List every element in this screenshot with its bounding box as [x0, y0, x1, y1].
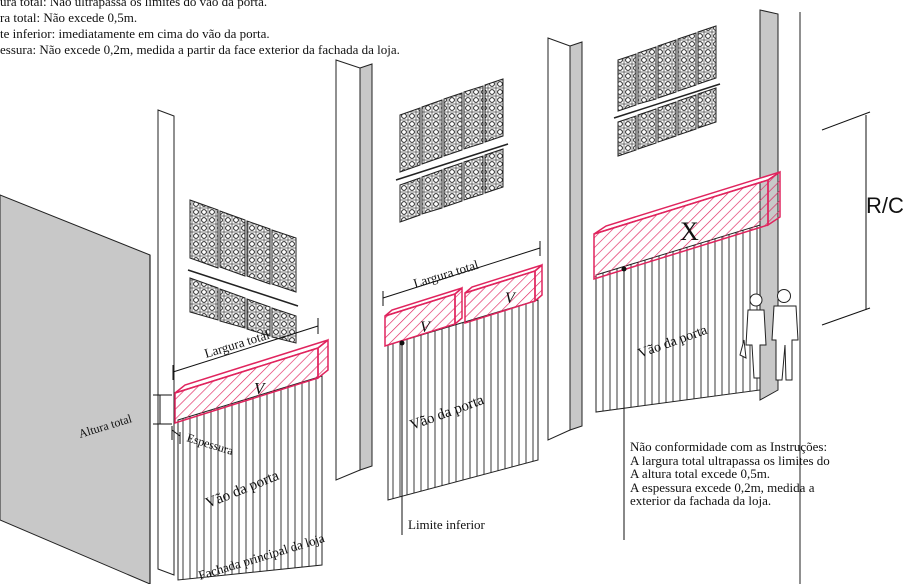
svg-text:V: V: [420, 319, 432, 336]
requirements-list: ura total: Não ultrapassa os limites do …: [0, 0, 400, 58]
requirement-line: te inferior: imediatamente em cima do vã…: [0, 26, 270, 41]
pilaster: [157, 109, 175, 576]
upper-window: [187, 199, 299, 344]
signboard-conforming: [174, 338, 329, 425]
largura-label: Largura total: [411, 257, 480, 291]
pilaster: [547, 37, 571, 441]
pilaster: [335, 59, 361, 481]
largura-label: Largura total: [202, 327, 271, 361]
non-conformity-notes: Não conformidade com as Instruções: A la…: [630, 440, 908, 508]
non-conformity-line: A espessura excede 0,2m, medida a: [630, 479, 815, 495]
non-conformity-line: A largura total ultrapassa os limites do: [630, 452, 830, 468]
non-conformity-heading: Não conformidade com as Instruções:: [630, 439, 828, 454]
side-wall: [0, 194, 151, 584]
requirement-line: essura: Não excede 0,2m, medida a partir…: [0, 42, 400, 57]
requirement-line: ra total: Não excede 0,5m.: [0, 10, 138, 25]
svg-text:V: V: [505, 290, 517, 307]
signboard-conforming: [464, 263, 543, 325]
mark-cross: X: [680, 217, 699, 246]
non-conformity-line: A altura total excede 0,5m.: [630, 466, 771, 481]
signboard-non-conforming: [593, 170, 781, 281]
limite-label: Limite inferior: [408, 517, 486, 532]
non-conformity-line: exterior da fachada da loja.: [630, 493, 772, 508]
upper-window: [613, 25, 721, 157]
floor-label: R/C: [866, 193, 904, 218]
requirement-line: ura total: Não ultrapassa os limites do …: [0, 0, 268, 9]
mark-check: V: [254, 379, 267, 398]
signboard-conforming: [384, 286, 463, 348]
pedestrians: [739, 289, 799, 381]
upper-window: [395, 78, 509, 223]
